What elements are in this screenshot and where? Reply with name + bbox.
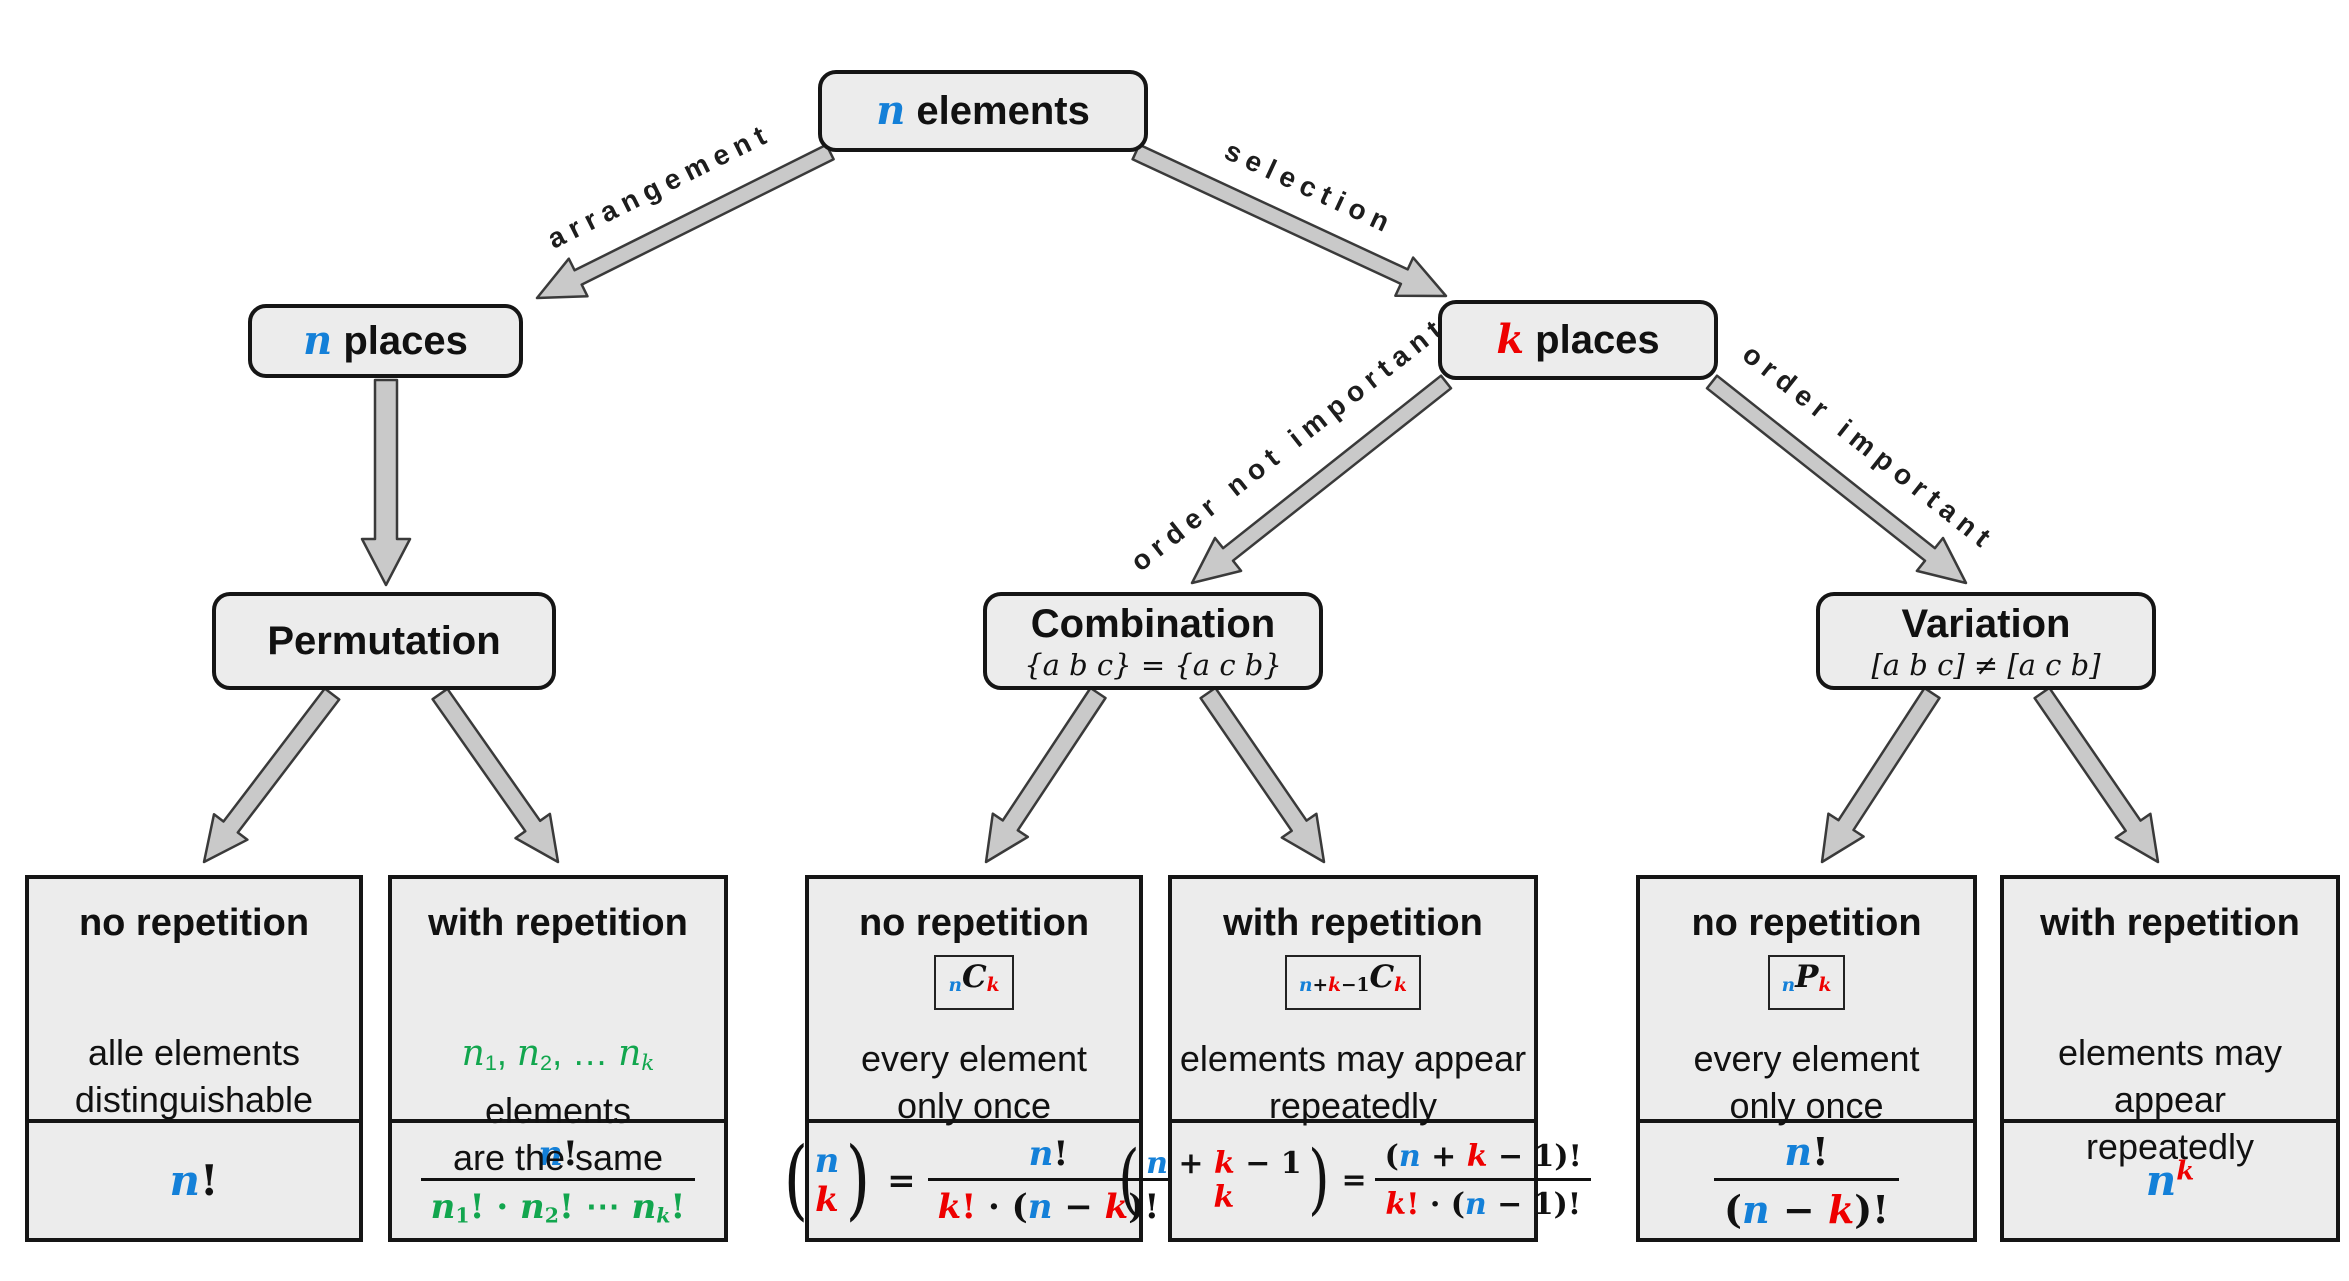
arrow-variation-to-no-rep <box>1820 686 1941 864</box>
leaf-permutation-with-repetition: with repetition n1, n2, … nk elements ar… <box>388 875 728 1242</box>
fraction-numerator: (n + k − 1)! <box>1384 1139 1582 1174</box>
leaf-description: alle elements distinguishable <box>29 1029 359 1123</box>
left-paren: ( <box>1118 1135 1140 1225</box>
fraction-denominator: k! · (n − 1)! <box>1375 1178 1591 1222</box>
node-combination-subtitle: {a b c} = {a c b} <box>1024 648 1282 682</box>
arrow-k-places-to-variation <box>1705 374 1968 585</box>
formula-permutation-with-repetition: n! n1! · n2! ⋯ nk! <box>392 1119 724 1238</box>
node-k-places-title: k places <box>1496 316 1660 363</box>
leaf-description-line1: every element <box>1693 1038 1920 1079</box>
left-paren: ( <box>783 1129 808 1230</box>
leaf-description: elements may appear repeatedly <box>2004 1029 2336 1170</box>
equals-sign: = <box>887 1160 916 1201</box>
formula-variation-no-repetition: n! (n − k)! <box>1640 1119 1973 1238</box>
arrow-combination-to-no-rep <box>984 686 1107 864</box>
leaf-description: every element only once <box>1640 1035 1973 1129</box>
right-paren: ) <box>1307 1135 1330 1225</box>
leaf-description-line1: elements may appear <box>1179 1038 1527 1079</box>
leaf-variation-with-repetition: with repetition elements may appear repe… <box>2000 875 2340 1242</box>
leaf-title: no repetition <box>858 902 1090 944</box>
binomial-bottom: k <box>815 1179 839 1220</box>
leaf-description-line2: distinguishable <box>74 1079 314 1120</box>
leaf-combination-with-repetition: with repetition n+k−1Ck elements may app… <box>1118 875 1591 1242</box>
leaf-top: no repetition nPk every element only onc… <box>1640 879 1973 1126</box>
leaf-top: with repetition n+k−1Ck elements may app… <box>1172 879 1534 1126</box>
fraction-denominator: k! · (n − k)! <box>927 1178 1170 1227</box>
leaf-description-line1: every element <box>860 1038 1088 1079</box>
leaf-title: no repetition <box>78 902 310 944</box>
fraction-denominator: n1! · n2! ⋯ nk! <box>420 1177 696 1227</box>
notation-badge-nPk: nPk <box>1767 955 1846 1011</box>
formula-n-factorial: n! <box>29 1119 359 1238</box>
leaf-combination-no-repetition: no repetition nCk every element only onc… <box>784 875 1170 1242</box>
binomial-top: n <box>814 1141 840 1182</box>
leaf-top: with repetition n1, n2, … nk elements ar… <box>392 879 724 1178</box>
node-variation: Variation [a b c] ≠ [a c b] <box>1816 592 2156 690</box>
leaf-description: every element only once <box>809 1035 1139 1129</box>
leaf-title: with repetition <box>1223 902 1483 944</box>
node-n-places-title: n places <box>303 317 468 364</box>
node-n-elements-title: n elements <box>876 87 1090 134</box>
node-permutation-title: Permutation <box>267 619 501 663</box>
leaf-description: n1, n2, … nk elements are the same <box>392 1029 724 1181</box>
node-n-places: n places <box>248 304 523 378</box>
fraction-numerator: n! <box>538 1133 578 1174</box>
arrow-root-to-k-places <box>1131 143 1448 298</box>
arrow-permutation-to-no-rep <box>202 687 341 864</box>
leaf-description-line1: elements may appear <box>2057 1032 2283 1120</box>
formula-text: nk <box>2145 1156 2195 1205</box>
fraction-denominator: (n − k)! <box>1714 1178 1899 1232</box>
notation-badge-n+k-1Ck: n+k−1Ck <box>1284 955 1422 1011</box>
leaf-description: elements may appear repeatedly <box>1172 1035 1534 1129</box>
leaf-top: with repetition elements may appear repe… <box>2004 879 2336 1167</box>
fraction-numerator: n! <box>1028 1134 1069 1174</box>
arrow-variation-to-with-rep <box>2033 686 2160 864</box>
node-variation-subtitle: [a b c] ≠ [a c b] <box>1871 648 2101 682</box>
node-permutation: Permutation <box>212 592 556 690</box>
leaf-permutation-no-repetition: no repetition alle elements distinguisha… <box>25 875 363 1242</box>
leaf-title: no repetition <box>1691 902 1922 944</box>
leaf-top: no repetition nCk every element only onc… <box>809 879 1139 1126</box>
leaf-description-line1: alle elements <box>87 1032 301 1073</box>
binomial: ( n k ) <box>779 1129 875 1230</box>
leaf-top: no repetition alle elements distinguisha… <box>29 879 359 1120</box>
arrow-k-places-to-combination <box>1190 374 1453 585</box>
leaf-description-line2: are the same <box>452 1136 664 1178</box>
leaf-description-line2: repeatedly <box>1268 1085 1438 1126</box>
formula-text: n! <box>169 1156 219 1205</box>
notation-badge-nCk: nCk <box>934 955 1014 1011</box>
formula-n-power-k: nk <box>2004 1119 2336 1238</box>
node-combination: Combination {a b c} = {a c b} <box>983 592 1323 690</box>
binomial: ( n + k − 1 k ) <box>1114 1135 1333 1225</box>
leaf-description-line2: only once <box>1729 1085 1884 1126</box>
leaf-description-line1: n1, n2, … nk elements <box>461 1032 655 1131</box>
arrow-n-places-to-permutation <box>360 378 412 587</box>
leaf-title: with repetition <box>428 902 688 944</box>
right-paren: ) <box>846 1129 871 1230</box>
node-variation-title: Variation <box>1901 602 2071 646</box>
fraction: (n + k − 1)! k! · (n − 1)! <box>1375 1139 1592 1222</box>
fraction: n! n1! · n2! ⋯ nk! <box>420 1133 696 1227</box>
arrow-combination-to-with-rep <box>1199 686 1326 864</box>
node-k-places: k places <box>1438 300 1718 380</box>
binomial-stack: n + k − 1 k <box>1144 1147 1304 1214</box>
fraction: n! (n − k)! <box>1714 1129 1899 1232</box>
binomial-top: n + k − 1 <box>1146 1145 1302 1181</box>
fraction-numerator: n! <box>1784 1129 1829 1174</box>
formula-combination-no-repetition: ( n k ) = n! k! · (n − k)! <box>784 1119 1170 1238</box>
binomial-stack: n k <box>813 1142 842 1218</box>
fraction: n! k! · (n − k)! <box>927 1134 1170 1227</box>
leaf-description-line2: repeatedly <box>2085 1126 2255 1167</box>
arrow-root-to-n-places <box>535 143 835 300</box>
leaf-variation-no-repetition: no repetition nPk every element only onc… <box>1636 875 1977 1242</box>
binomial-bottom: k <box>1213 1179 1235 1215</box>
leaf-title: with repetition <box>2040 902 2300 944</box>
formula-combination-with-repetition: ( n + k − 1 k ) = (n + k − 1)! k! · (n −… <box>1118 1119 1591 1238</box>
node-combination-title: Combination <box>1030 602 1276 646</box>
leaf-description-line2: only once <box>896 1085 1052 1126</box>
equals-sign: = <box>1341 1163 1367 1198</box>
arrow-permutation-to-with-rep <box>431 687 560 864</box>
node-n-elements: n elements <box>818 70 1148 152</box>
